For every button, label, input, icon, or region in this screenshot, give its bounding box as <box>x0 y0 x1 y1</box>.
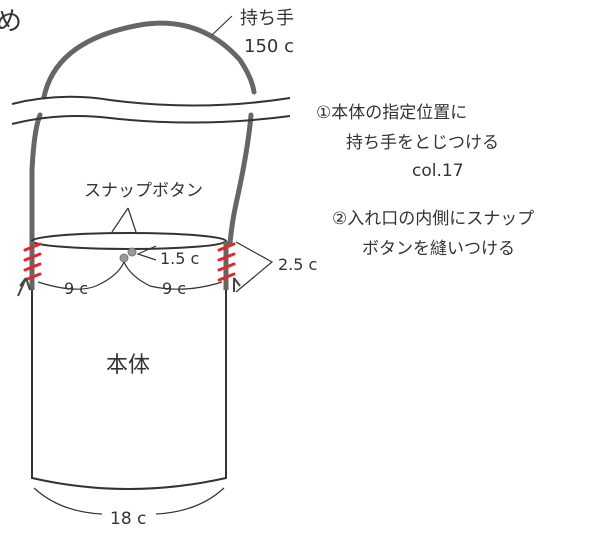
right-stitches <box>217 242 236 282</box>
snap-buttons <box>119 247 137 263</box>
snap-leader-lines <box>111 207 137 233</box>
snap-offset-marker <box>136 245 157 261</box>
attach-width-bracket <box>235 241 274 293</box>
bottom-width-arc <box>33 487 225 515</box>
instruction-2-line-2: ボタンを縫いつける <box>362 239 515 259</box>
instruction-2-line-1: ②入れ口の内側にスナップ <box>332 209 534 229</box>
snap-button-icon <box>119 253 129 263</box>
bottom-width-label: 18 c <box>110 509 146 529</box>
spacing-arcs <box>37 261 223 290</box>
handle-break-symbol <box>11 95 291 125</box>
snap-button-label: スナップボタン <box>84 181 203 201</box>
handle-left-lower <box>29 112 43 244</box>
handle-leader-line <box>211 15 233 36</box>
left-spacing-label: 9 c <box>64 279 88 298</box>
bag-outline <box>31 241 227 490</box>
body-label: 本体 <box>106 353 150 378</box>
snap-button-icon <box>127 247 137 257</box>
instruction-1-line-1: ①本体の指定位置に <box>316 103 467 123</box>
top-left-fragment: め <box>0 7 22 37</box>
handle-right-lower <box>227 112 254 246</box>
left-stitches <box>23 242 42 282</box>
right-spacing-label: 9 c <box>162 279 186 298</box>
instruction-1: ①本体の指定位置に 持ち手をとじつける col.17 <box>316 103 499 181</box>
attach-width-label: 2.5 c <box>278 255 317 274</box>
instruction-1-line-2: 持ち手をとじつける <box>346 133 499 153</box>
handle-length: 150 c <box>244 36 294 57</box>
instruction-2: ②入れ口の内側にスナップ ボタンを縫いつける <box>332 209 534 259</box>
instruction-1-line-3: col.17 <box>412 161 464 181</box>
left-handle-attachment <box>17 241 42 297</box>
bag-opening <box>31 232 227 250</box>
handle-left-upper <box>41 20 257 100</box>
snap-offset-label: 1.5 c <box>160 249 199 268</box>
handle-strap <box>29 20 257 246</box>
handle-label: 持ち手 <box>240 8 294 29</box>
right-handle-attachment <box>217 241 241 292</box>
